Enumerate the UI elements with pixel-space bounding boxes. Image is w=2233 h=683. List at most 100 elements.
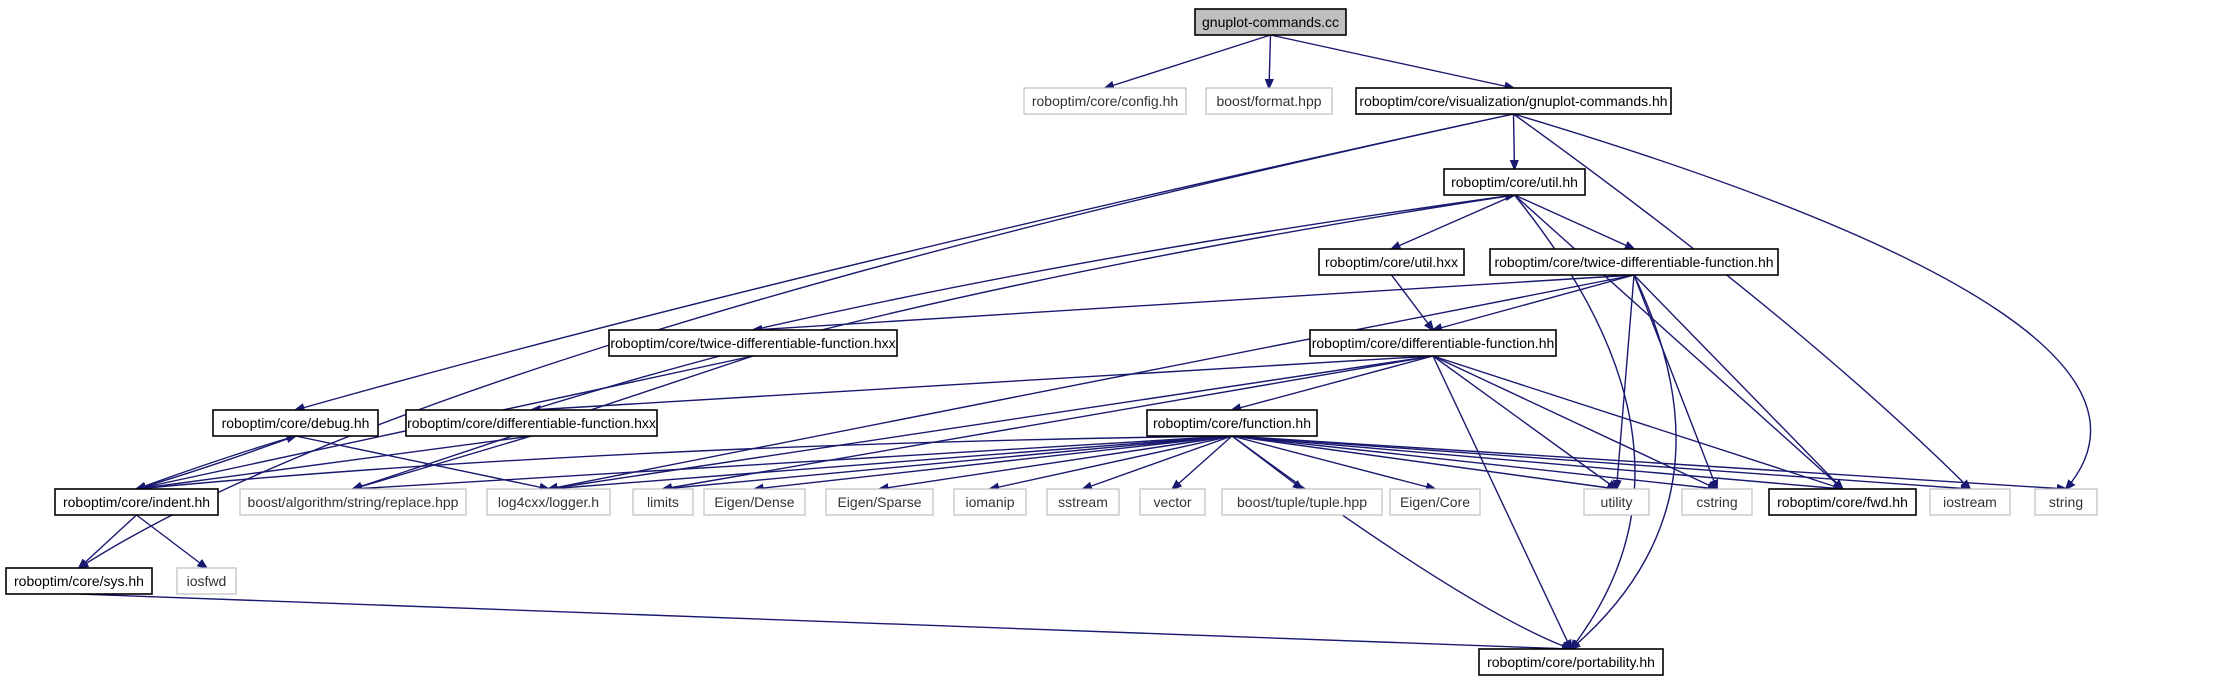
- edge-funchh-to-iostream: [1231, 435, 1970, 489]
- node-label: Eigen/Core: [1400, 494, 1470, 510]
- node-twicehh[interactable]: roboptim/core/twice-differentiable-funct…: [1489, 248, 1779, 276]
- edge-diffhxx-to-util: [531, 195, 1515, 411]
- node-box: [1139, 488, 1206, 516]
- edge-twicehh-to-log4cxx: [549, 274, 1635, 489]
- edge-funchh-to-fwd: [1231, 435, 1843, 489]
- node-label: roboptim/core/function.hh: [1153, 415, 1311, 431]
- edge-funchh-to-utility: [1231, 435, 1617, 489]
- node-bformat: boost/format.hpp: [1205, 87, 1333, 115]
- node-config: roboptim/core/config.hh: [1023, 87, 1187, 115]
- node-box: [212, 409, 379, 437]
- node-box: [703, 488, 806, 516]
- node-label: roboptim/core/twice-differentiable-funct…: [610, 335, 895, 351]
- node-diffhh[interactable]: roboptim/core/differentiable-function.hh: [1309, 329, 1557, 357]
- node-box: [1205, 87, 1333, 115]
- node-box: [953, 488, 1027, 516]
- node-label: Eigen/Sparse: [837, 494, 921, 510]
- edge-funchh-to-port: [1231, 435, 1571, 649]
- edge-gch-to-util: [1514, 113, 1515, 169]
- node-box: [1681, 488, 1753, 516]
- edge-diffhxx-to-replace: [353, 435, 532, 489]
- edge-util-to-utilhxx: [1392, 194, 1515, 249]
- node-string: string: [2034, 488, 2098, 516]
- edge-funchh-to-vector: [1173, 435, 1233, 489]
- node-box: [239, 488, 467, 516]
- node-box: [1929, 488, 2011, 516]
- dependency-edges: [78, 34, 2092, 649]
- node-box: [1023, 87, 1187, 115]
- node-label: log4cxx/logger.h: [498, 494, 599, 510]
- node-funchh[interactable]: roboptim/core/function.hh: [1146, 409, 1318, 437]
- node-fwd[interactable]: roboptim/core/fwd.hh: [1768, 488, 1917, 516]
- node-label: gnuplot-commands.cc: [1202, 14, 1339, 30]
- node-eigcore: Eigen/Core: [1389, 488, 1481, 516]
- node-diffhxx[interactable]: roboptim/core/differentiable-function.hx…: [405, 409, 658, 437]
- edge-gch-to-string: [1513, 113, 2092, 489]
- node-port[interactable]: roboptim/core/portability.hh: [1478, 648, 1664, 676]
- edge-twicehh-to-fwd: [1633, 274, 1843, 489]
- node-root[interactable]: gnuplot-commands.cc: [1194, 8, 1347, 36]
- edge-twicehh-to-utility: [1617, 274, 1635, 489]
- node-debug[interactable]: roboptim/core/debug.hh: [212, 409, 379, 437]
- node-gch[interactable]: roboptim/core/visualization/gnuplot-comm…: [1355, 87, 1672, 115]
- node-utilhxx[interactable]: roboptim/core/util.hxx: [1318, 248, 1465, 276]
- node-label: roboptim/core/twice-differentiable-funct…: [1494, 254, 1773, 270]
- edge-funchh-to-iomanip: [990, 435, 1233, 489]
- node-cstring: cstring: [1681, 488, 1753, 516]
- edge-funchh-to-cstring: [1231, 435, 1717, 489]
- node-indent[interactable]: roboptim/core/indent.hh: [54, 488, 219, 516]
- node-util[interactable]: roboptim/core/util.hh: [1443, 168, 1586, 196]
- node-box: [1194, 8, 1347, 36]
- node-box: [1768, 488, 1917, 516]
- node-label: roboptim/core/config.hh: [1032, 93, 1178, 109]
- node-box: [1046, 488, 1120, 516]
- edge-funchh-to-sstream: [1083, 435, 1233, 489]
- node-label: iomanip: [965, 494, 1014, 510]
- edge-indent-to-iosfwd: [136, 514, 207, 568]
- edge-diffhh-to-fwd: [1432, 355, 1843, 489]
- edge-funchh-to-log4cxx: [549, 435, 1233, 489]
- node-label: boost/format.hpp: [1216, 93, 1321, 109]
- node-box: [5, 567, 153, 595]
- node-label: roboptim/core/differentiable-function.hh: [1312, 335, 1555, 351]
- node-iosfwd: iosfwd: [176, 567, 237, 595]
- node-box: [1489, 248, 1779, 276]
- edge-funchh-to-replace: [353, 435, 1233, 489]
- node-utility: utility: [1583, 488, 1650, 516]
- node-box: [486, 488, 611, 516]
- node-box: [1309, 329, 1557, 357]
- node-vector: vector: [1139, 488, 1206, 516]
- node-label: roboptim/core/fwd.hh: [1777, 494, 1908, 510]
- edge-twicehh-to-diffhh: [1433, 274, 1635, 330]
- node-label: roboptim/core/debug.hh: [222, 415, 370, 431]
- node-label: Eigen/Dense: [714, 494, 794, 510]
- edge-debug-to-log4cxx: [295, 435, 549, 489]
- node-label: cstring: [1696, 494, 1737, 510]
- node-label: roboptim/core/util.hh: [1451, 174, 1578, 190]
- edge-util-to-twicehh: [1514, 194, 1635, 249]
- edge-twicehh-to-twicehxx: [753, 274, 1635, 330]
- node-iomanip: iomanip: [953, 488, 1027, 516]
- node-box: [1443, 168, 1586, 196]
- node-label: roboptim/core/util.hxx: [1325, 254, 1458, 270]
- edge-sys-to-port: [78, 593, 1571, 649]
- node-label: iosfwd: [187, 573, 227, 589]
- edge-utilhxx-to-diffhh: [1390, 274, 1434, 330]
- edge-gch-to-iostream: [1513, 113, 1971, 489]
- file-nodes: gnuplot-commands.cc roboptim/core/config.…: [5, 8, 2098, 676]
- node-sys[interactable]: roboptim/core/sys.hh: [5, 567, 153, 595]
- edge-twicehxx-to-util: [752, 195, 1515, 331]
- node-label: limits: [647, 494, 679, 510]
- node-label: boost/algorithm/string/replace.hpp: [248, 494, 459, 510]
- edge-funchh-to-eigcore: [1231, 435, 1435, 489]
- node-box: [1221, 488, 1383, 516]
- node-label: utility: [1601, 494, 1633, 510]
- node-label: boost/tuple/tuple.hpp: [1237, 494, 1367, 510]
- node-box: [54, 488, 219, 516]
- node-twicehxx[interactable]: roboptim/core/twice-differentiable-funct…: [608, 329, 898, 357]
- edge-funchh-to-eigsparse: [880, 435, 1233, 489]
- edge-diffhxx-to-indent: [137, 435, 532, 489]
- node-box: [176, 567, 237, 595]
- edge-indent-to-debug: [136, 436, 296, 490]
